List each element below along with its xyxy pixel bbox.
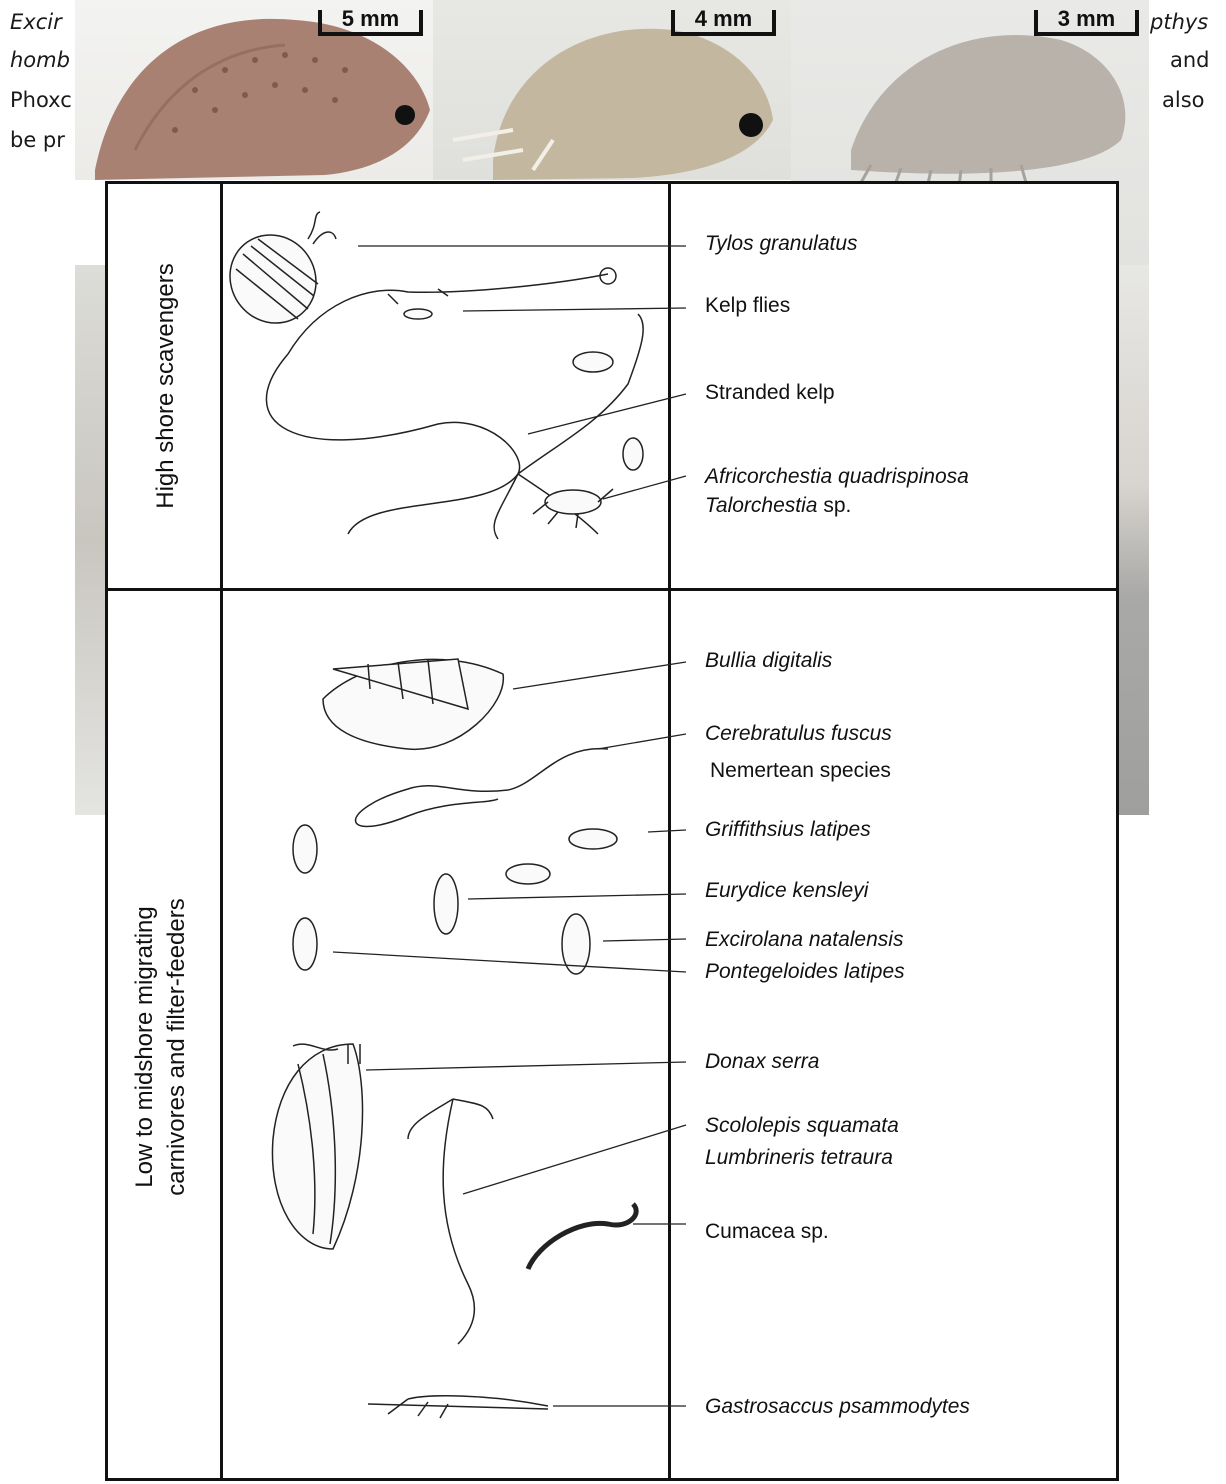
- label-scololepis-squamata: Scololepis squamata: [705, 1114, 899, 1138]
- gastrosaccus-drawing: [368, 1396, 548, 1418]
- talorchestia-drawing: [533, 352, 643, 528]
- cumacea-drawing: [528, 1204, 636, 1269]
- bullia-drawing: [323, 659, 503, 749]
- shore-zonation-figure: High shore scavengers Low to midshore mi…: [105, 181, 1119, 1481]
- label-excirolana-natalensis: Excirolana natalensis: [705, 928, 903, 952]
- doc-text-line-3-right: also: [1162, 88, 1205, 112]
- doc-text-line-3-left: Phoxc: [10, 88, 72, 112]
- label-donax-serra: Donax serra: [705, 1050, 819, 1074]
- scale-bar-label-1: 5 mm: [342, 6, 399, 31]
- amphipod-photo-1: 5 mm: [75, 0, 433, 180]
- amphipod-photo-2: 4 mm: [433, 0, 791, 180]
- label-talorchestia-genus: Talorchestia: [705, 494, 817, 517]
- label-pontegeloides-latipes: Pontegeloides latipes: [705, 960, 905, 984]
- doc-text-line-1-left: Excir: [10, 10, 62, 34]
- isopod-drawings: [293, 825, 617, 974]
- scale-bar-1: 5 mm: [318, 10, 423, 36]
- label-stranded-kelp: Stranded kelp: [705, 381, 835, 405]
- doc-text-line-2-right: and: [1170, 48, 1210, 72]
- cerebratulus-drawing: [356, 749, 609, 827]
- label-talorchestia: Talorchestia sp.: [705, 494, 851, 518]
- tylos-drawing: [213, 212, 336, 340]
- label-lumbrineris-tetraura: Lumbrineris tetraura: [705, 1146, 893, 1170]
- label-bullia-digitalis: Bullia digitalis: [705, 649, 832, 673]
- label-africorchestia: Africorchestia quadrispinosa: [705, 465, 969, 489]
- label-kelp-flies: Kelp flies: [705, 294, 790, 318]
- donax-drawing: [272, 1044, 362, 1249]
- scololepis-drawing: [408, 1099, 493, 1344]
- doc-text-line-4-left: be pr: [10, 128, 65, 152]
- doc-text-line-2-left: homb: [10, 48, 70, 72]
- scale-bar-2: 4 mm: [671, 10, 776, 36]
- scale-bar-label-2: 4 mm: [695, 6, 752, 31]
- species-illustrations: [108, 184, 1122, 1484]
- leader-lines: [333, 246, 686, 1406]
- scale-bar-3: 3 mm: [1034, 10, 1139, 36]
- label-talorchestia-sp: sp.: [823, 494, 851, 517]
- scale-bar-label-3: 3 mm: [1058, 6, 1115, 31]
- label-tylos-granulatus: Tylos granulatus: [705, 232, 858, 256]
- label-gastrosaccus-psammodytes: Gastrosaccus psammodytes: [705, 1395, 970, 1419]
- doc-text-line-1-right: pthys: [1150, 10, 1208, 34]
- label-eurydice-kensleyi: Eurydice kensleyi: [705, 879, 868, 903]
- label-griffithsius-latipes: Griffithsius latipes: [705, 818, 871, 842]
- label-nemertean-species: Nemertean species: [710, 759, 891, 783]
- label-cerebratulus-fuscus: Cerebratulus fuscus: [705, 722, 892, 746]
- background-photo-right: [1119, 265, 1149, 815]
- background-photo-left: [75, 265, 105, 815]
- label-cumacea-sp: Cumacea sp.: [705, 1220, 829, 1244]
